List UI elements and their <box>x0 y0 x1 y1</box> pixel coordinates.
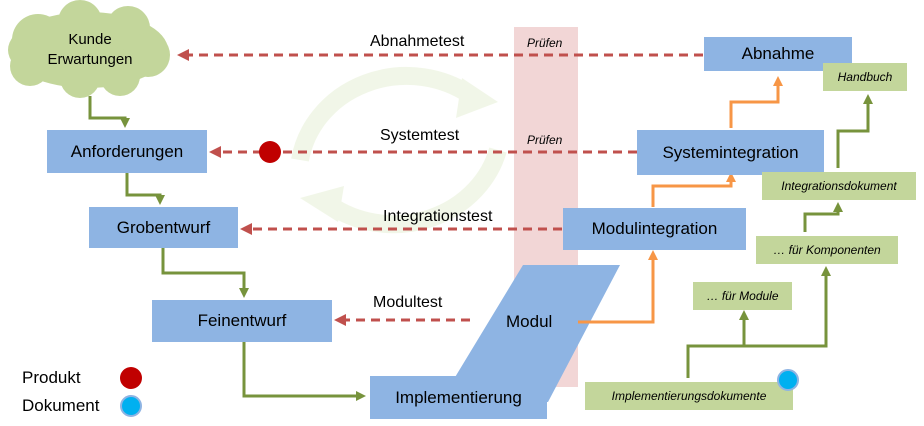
systemintegration-box: Systemintegration <box>637 130 824 175</box>
modulintegration-box: Modulintegration <box>563 208 746 250</box>
flow-cloud-anforderungen <box>88 96 130 128</box>
cycle-background-icon <box>291 66 507 234</box>
systemtest-label: Systemtest <box>380 127 460 144</box>
cloud-text: Kunde Erwartungen <box>24 30 156 70</box>
flow-systemintegration-abnahme <box>729 76 783 128</box>
flow-doc-module <box>686 310 749 378</box>
produkt-marker <box>259 141 281 163</box>
customer-cloud <box>8 0 170 98</box>
cloud-line-1: Kunde <box>68 31 112 48</box>
legend-produkt-icon <box>120 367 142 389</box>
integrationstest-label: Integrationstest <box>383 208 493 225</box>
flow-komponenten-integrationsdokument <box>803 202 843 232</box>
legend-dokument-label: Dokument <box>22 396 100 415</box>
abnahme-box: Abnahme <box>704 37 852 71</box>
flow-grobentwurf-feinentwurf <box>161 248 249 298</box>
implementierungsdokumente-label: Implementierungsdokumente <box>611 389 767 403</box>
anforderungen-box: Anforderungen <box>47 130 207 173</box>
komponenten-label: … für Komponenten <box>773 243 881 257</box>
pruefen-label-second: Prüfen <box>527 133 563 147</box>
feinentwurf-box: Feinentwurf <box>152 300 332 342</box>
flow-modulintegration-systemintegration <box>651 172 736 207</box>
grobentwurf-box: Grobentwurf <box>89 207 238 248</box>
komponenten-doc: … für Komponenten <box>756 236 898 264</box>
pruefen-label-top: Prüfen <box>527 36 563 50</box>
systemintegration-label: Systemintegration <box>662 142 799 162</box>
abnahme-label: Abnahme <box>741 44 815 63</box>
implementierungsdokumente-doc: Implementierungsdokumente <box>585 382 793 410</box>
flow-integrationsdokument-handbuch <box>836 94 873 168</box>
abnahmetest-label: Abnahmetest <box>370 33 465 50</box>
anforderungen-label: Anforderungen <box>70 141 184 161</box>
legend-dokument-icon <box>120 395 142 417</box>
grobentwurf-label: Grobentwurf <box>116 217 211 237</box>
handbuch-label: Handbuch <box>837 70 893 84</box>
module-label: … für Module <box>706 289 779 303</box>
integrationsdokument-doc: Integrationsdokument <box>762 172 916 200</box>
legend-produkt-label: Produkt <box>22 368 81 387</box>
flow-doc-to-komponenten <box>744 266 831 348</box>
handbuch-doc: Handbuch <box>823 63 907 91</box>
modul-shape <box>440 265 620 402</box>
modulintegration-label: Modulintegration <box>591 219 718 238</box>
modultest-label: Modultest <box>373 294 443 311</box>
modul-label: Modul <box>506 312 553 331</box>
flow-feinentwurf-implementierung <box>242 342 366 401</box>
integrationsdokument-label: Integrationsdokument <box>781 179 897 193</box>
module-doc: … für Module <box>693 282 792 310</box>
cloud-line-2: Erwartungen <box>47 51 133 68</box>
implementierung-box: Implementierung <box>370 376 547 419</box>
implementierung-label: Implementierung <box>395 387 522 407</box>
dokument-marker <box>777 369 799 391</box>
flow-modul-modulintegration <box>578 250 658 324</box>
feinentwurf-label: Feinentwurf <box>197 311 287 330</box>
flow-anforderungen-grobentwurf <box>125 173 165 205</box>
